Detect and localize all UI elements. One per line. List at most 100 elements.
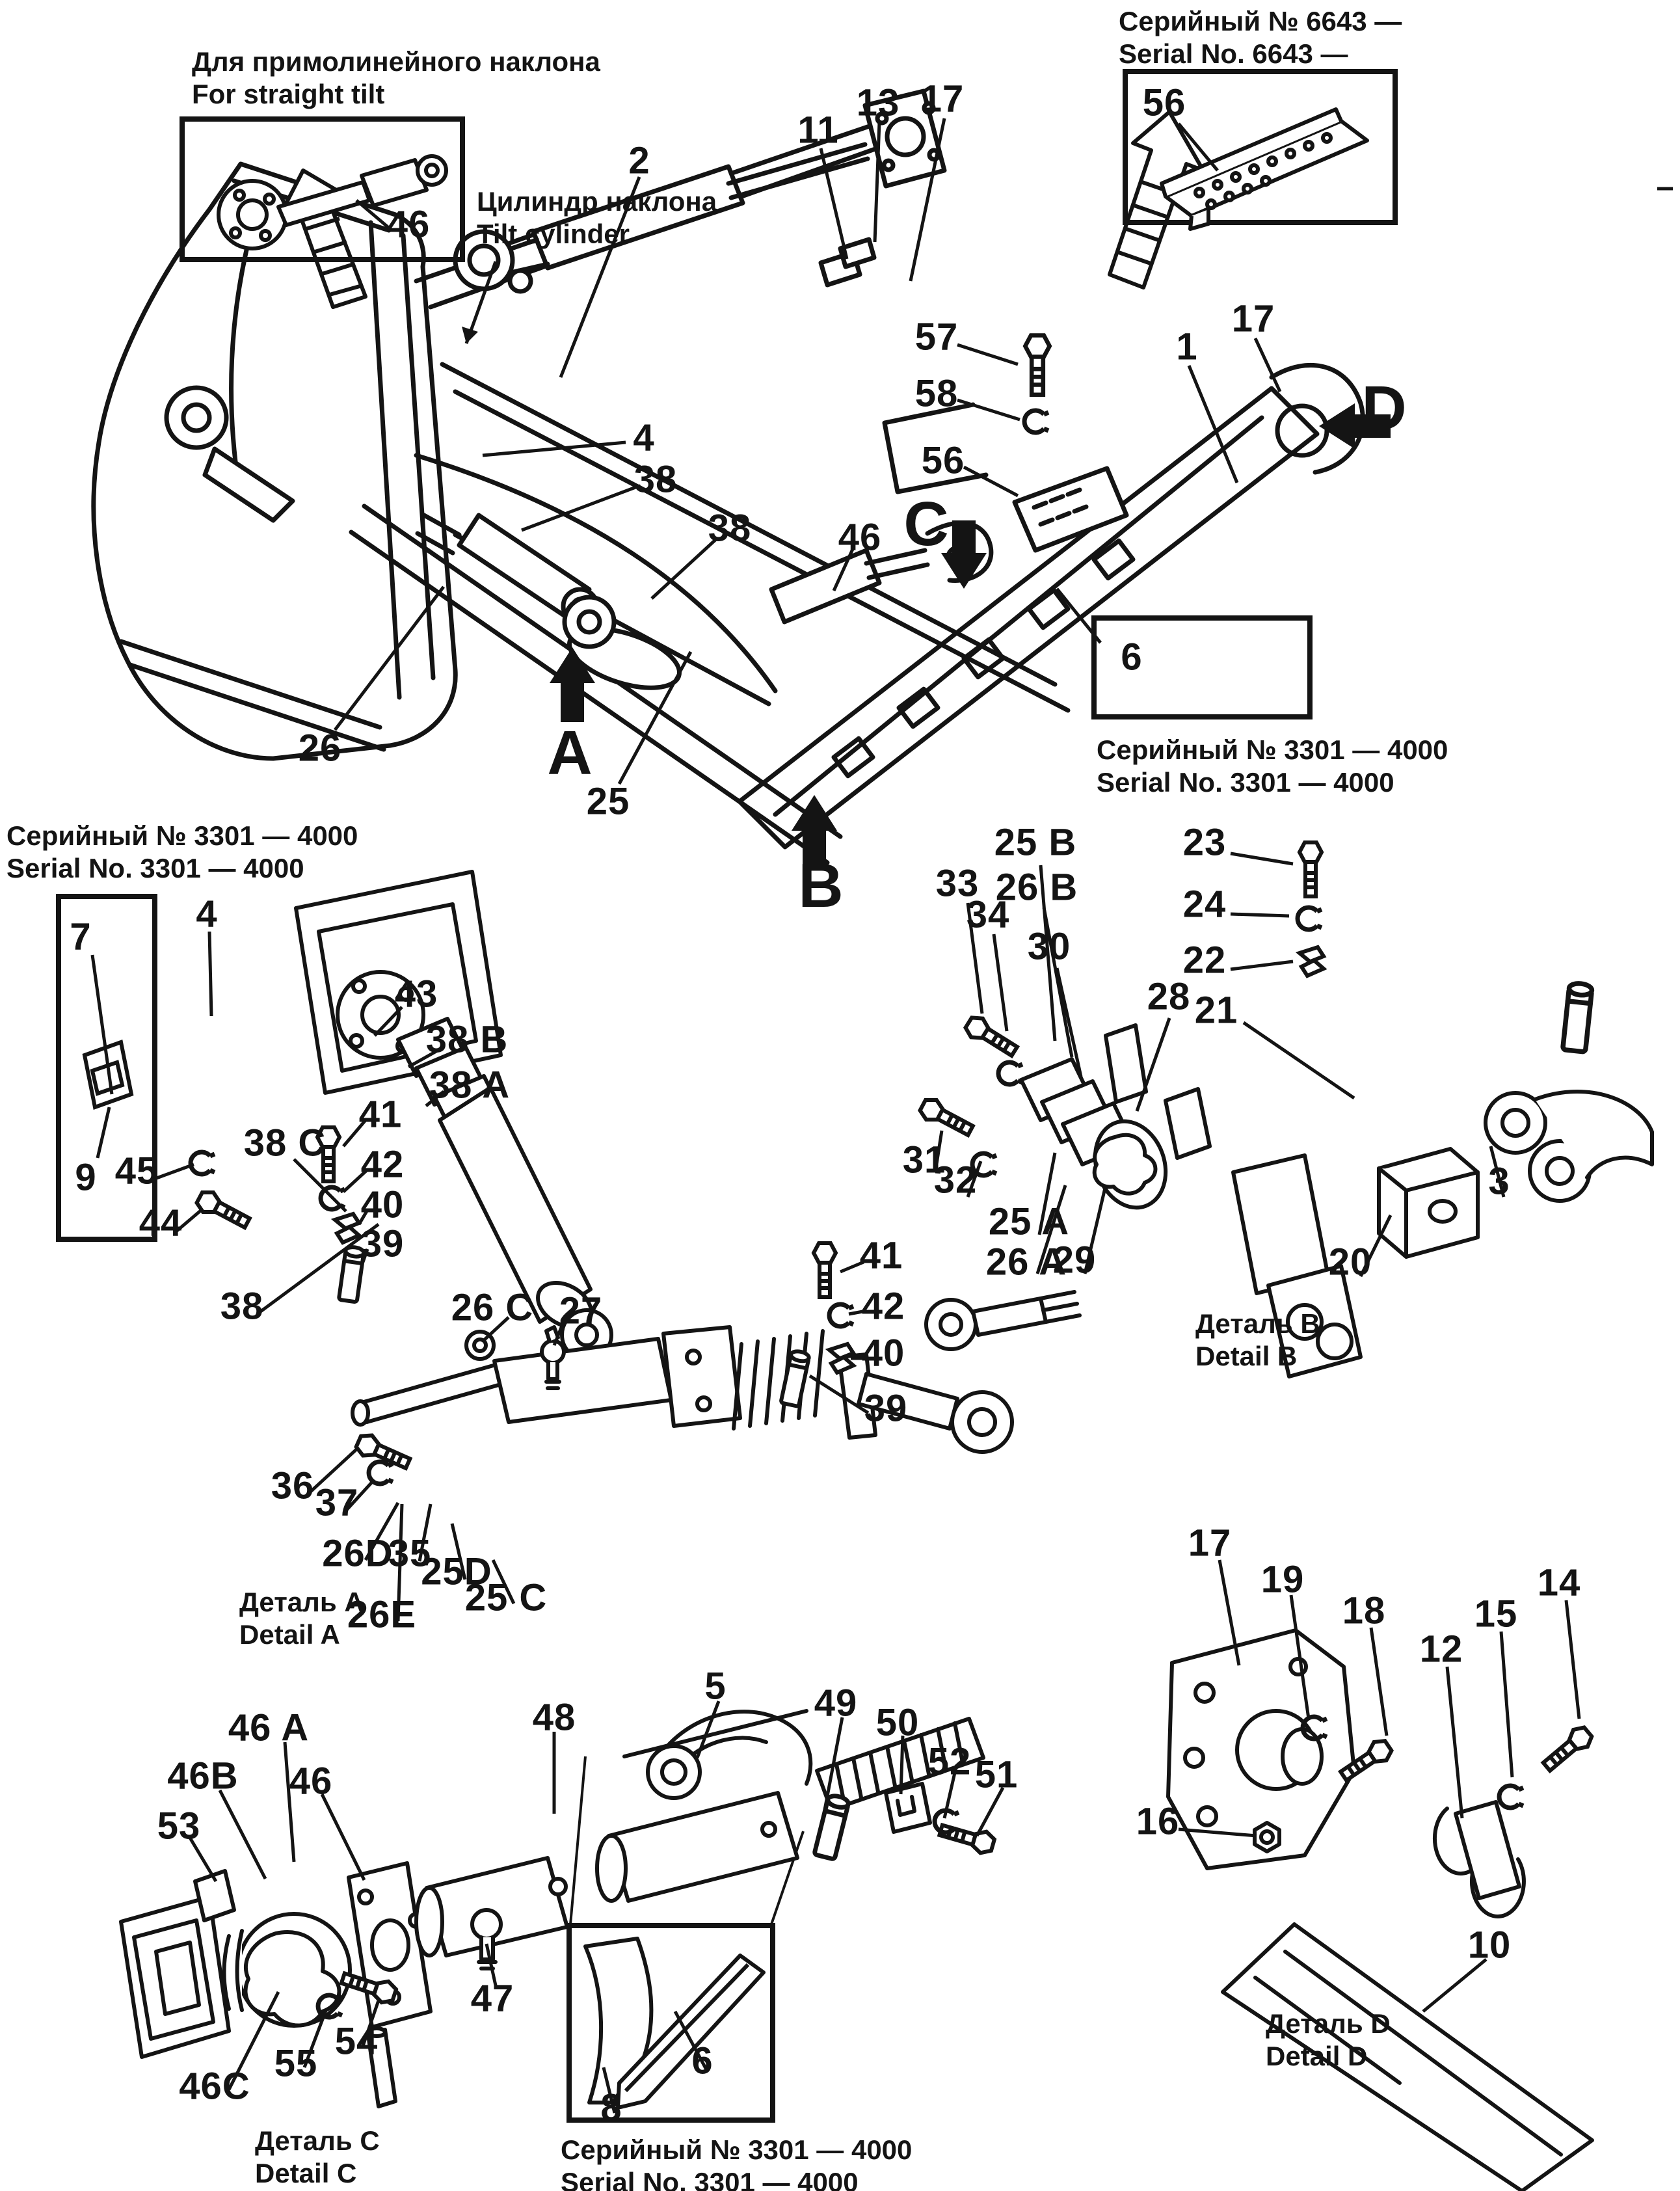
callout-4: 4 — [633, 416, 655, 459]
blade-tooth-inset-box — [567, 1923, 775, 2123]
serial-3301-detail-a-ru: Серийный № 3301 — 4000 — [7, 820, 358, 851]
view-letter-d: D — [1361, 373, 1407, 443]
tilt-cylinder-pointer-arrowhead — [462, 327, 478, 343]
callout-46C: 46C — [179, 2065, 250, 2108]
callout-3: 3 — [1488, 1160, 1510, 1203]
callout-1: 1 — [1176, 325, 1198, 368]
detail-d-title-en: Detail D — [1266, 2040, 1368, 2071]
callout-49: 49 — [814, 1682, 858, 1725]
serial-3301-main-en: Serial No. 3301 — 4000 — [1097, 766, 1394, 798]
callout-25D: 25D — [421, 1550, 492, 1593]
callout-46: 46 — [386, 203, 431, 246]
callout-15: 15 — [1474, 1593, 1518, 1635]
callout-5: 5 — [704, 1665, 727, 1708]
callout-41: 41 — [358, 1093, 403, 1136]
callout-46A: 46 A — [228, 1706, 310, 1749]
callout-20: 20 — [1328, 1241, 1372, 1284]
callout-30: 30 — [1027, 925, 1071, 968]
tilt-cylinder-note-ru: Цилиндр наклона — [477, 186, 717, 217]
straight-tilt-cylinder-artwork — [217, 154, 448, 250]
callout-25: 25 — [586, 780, 630, 823]
straight-tilt-note-ru: Для примолинейного наклона — [192, 46, 600, 77]
detail-b-artwork — [1019, 982, 1654, 1378]
callout-10: 10 — [1467, 1924, 1512, 1967]
callout-38: 38 — [708, 507, 752, 550]
tilt-cylinder-note-en: Tilt cylinder — [477, 218, 630, 249]
callout-25A: 25 A — [988, 1200, 1070, 1243]
detail-b-title-ru: Деталь B — [1195, 1308, 1320, 1339]
callout-14: 14 — [1537, 1561, 1581, 1604]
inset-boxes — [56, 69, 1398, 2123]
callout-39: 39 — [864, 1387, 908, 1430]
serial-3301-detail-a-en: Serial No. 3301 — 4000 — [7, 852, 304, 883]
callout-32: 32 — [933, 1159, 978, 1202]
arrow-b-icon — [792, 795, 837, 867]
callout-38C: 38 C — [243, 1122, 327, 1164]
arrow-d-icon — [1319, 403, 1391, 449]
callout-8: 8 — [600, 2086, 622, 2129]
callout-56: 56 — [1142, 81, 1186, 124]
callout-17: 17 — [920, 77, 965, 120]
callout-43: 43 — [394, 973, 438, 1015]
callout-23: 23 — [1182, 821, 1227, 864]
callout-7: 7 — [70, 915, 92, 958]
callout-53: 53 — [157, 1805, 201, 1848]
callout-42: 42 — [360, 1143, 405, 1186]
serial-6643-note-ru: Серийный № 6643 — — [1119, 6, 1402, 36]
callout-16: 16 — [1136, 1800, 1180, 1843]
serial-3301-main-ru: Серийный № 3301 — 4000 — [1097, 734, 1448, 765]
callout-48: 48 — [532, 1696, 576, 1739]
callout-42: 42 — [861, 1285, 905, 1328]
callout-17: 17 — [1231, 297, 1275, 340]
view-letter-c: C — [903, 489, 949, 559]
callout-56: 56 — [921, 439, 965, 482]
callout-46: 46 — [289, 1760, 333, 1803]
detail-c-title-ru: Деталь C — [255, 2125, 380, 2156]
callout-54: 54 — [334, 2020, 379, 2063]
callout-22: 22 — [1182, 939, 1227, 982]
straight-tilt-inset-box — [180, 116, 465, 262]
arrow-c-icon — [941, 520, 987, 589]
serial-6643-note: Серийный № 6643 —Serial No. 6643 — — [1119, 5, 1402, 70]
callout-58: 58 — [914, 372, 959, 415]
detail-c-title-en: Detail C — [255, 2157, 357, 2188]
callout-26A: 26 A — [985, 1241, 1067, 1284]
part-6-label-box — [1091, 615, 1313, 719]
callout-25B: 25 B — [994, 821, 1077, 864]
detail-a-artwork — [294, 870, 1082, 1454]
detail-b-title-en: Detail B — [1195, 1340, 1298, 1371]
callout-34: 34 — [966, 893, 1010, 936]
callout-41: 41 — [859, 1234, 903, 1277]
callout-9: 9 — [75, 1156, 97, 1199]
callout-26D: 26D — [322, 1532, 393, 1575]
callout-39: 39 — [360, 1222, 405, 1265]
callout-13: 13 — [856, 81, 900, 124]
part-7-9-box — [56, 894, 157, 1242]
callout-50: 50 — [875, 1701, 920, 1744]
callout-6: 6 — [1121, 636, 1143, 679]
leader-lines — [90, 118, 1673, 2114]
callout-35: 35 — [388, 1532, 432, 1575]
detail-c-artwork — [119, 1709, 985, 2108]
brace-cylinders-artwork — [415, 402, 1129, 690]
callout-26B: 26 B — [995, 866, 1078, 909]
callout-2: 2 — [628, 139, 650, 182]
callout-38A: 38 A — [429, 1064, 511, 1107]
callout-18: 18 — [1342, 1589, 1386, 1632]
callout-28: 28 — [1147, 975, 1191, 1018]
callout-51: 51 — [974, 1753, 1019, 1796]
callout-44: 44 — [139, 1202, 183, 1244]
straight-tilt-note-en: For straight tilt — [192, 78, 385, 109]
callout-47: 47 — [470, 1977, 514, 2020]
detail-d-title-ru: Деталь D — [1266, 2008, 1391, 2039]
callout-45: 45 — [114, 1149, 159, 1192]
callout-31: 31 — [902, 1138, 946, 1181]
callout-55: 55 — [274, 2042, 318, 2085]
detail-a-title-en: Detail A — [239, 1619, 340, 1650]
callout-6: 6 — [691, 2039, 713, 2082]
